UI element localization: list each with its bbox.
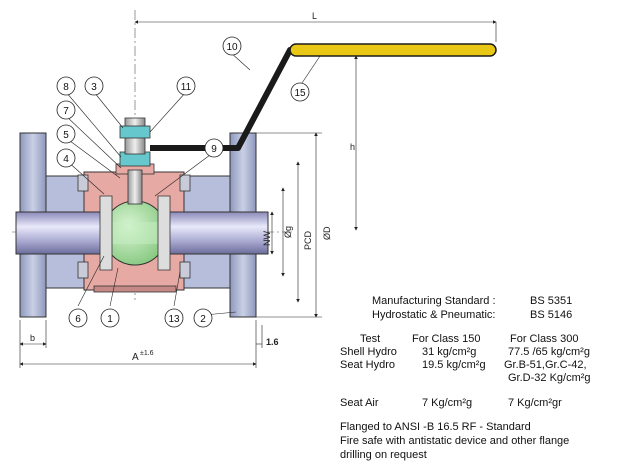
seat-hydro-300-line2: Gr.D-32 Kg/cm²g (508, 372, 591, 384)
mfg-standard-value: BS 5351 (530, 295, 572, 307)
callout-2: 2 (200, 314, 206, 325)
dim-L: L (312, 11, 317, 21)
callout-leaders (65, 51, 321, 317)
dim-g: Øg (283, 226, 293, 238)
dim-D: ØD (322, 226, 332, 240)
dim-NW: NW (262, 231, 272, 246)
header-class-300: For Class 300 (510, 333, 578, 345)
callout-1: 1 (107, 314, 113, 325)
callout-4: 4 (63, 154, 69, 165)
dim-b: b (30, 333, 35, 343)
dim-A-tolerance: ±1.6 (140, 350, 154, 357)
header-class-150: For Class 150 (412, 333, 480, 345)
callout-8: 8 (63, 82, 69, 93)
spec-block: Manufacturing Standard : BS 5351 Hydrost… (372, 295, 572, 321)
seat-air-label: Seat Air (340, 397, 379, 409)
seat-air-300: 7 Kg/cm²gr (508, 397, 562, 409)
shell-hydro-label: Shell Hydro (340, 346, 397, 358)
callout-5: 5 (63, 130, 69, 141)
note-drilling: drilling on request (340, 449, 427, 461)
hydro-standard-value: BS 5146 (530, 309, 572, 321)
test-table: Test For Class 150 For Class 300 Shell H… (340, 333, 591, 409)
callout-7: 7 (63, 106, 69, 117)
stem-assembly (115, 117, 155, 205)
hydro-standard-label: Hydrostatic & Pneumatic: (372, 309, 496, 321)
shell-hydro-300: 77.5 /65 kg/cm²g (508, 346, 590, 358)
dim-PCD: PCD (303, 230, 313, 250)
callout-9: 9 (211, 144, 217, 155)
dim-A: A (132, 352, 139, 363)
callout-6: 6 (75, 314, 81, 325)
dimension-lines (19, 20, 497, 368)
dim-h: h (350, 142, 355, 152)
shell-hydro-150: 31 kg/cm²g (422, 346, 476, 358)
seat-hydro-300-line1: Gr.B-51,Gr.C-42, (504, 359, 587, 371)
notes: Flanged to ANSI -B 16.5 RF - Standard Fi… (340, 421, 569, 461)
note-flanged: Flanged to ANSI -B 16.5 RF - Standard (340, 421, 531, 433)
body-bolts (77, 174, 191, 279)
seat-hydro-label: Seat Hydro (340, 359, 395, 371)
callout-10: 10 (226, 42, 238, 53)
note-fire-safe: Fire safe with antistatic device and oth… (340, 435, 569, 447)
mfg-standard-label: Manufacturing Standard : (372, 295, 496, 307)
handle-lever (150, 43, 497, 151)
callout-13: 13 (168, 314, 180, 325)
dim-t: 1.6 (266, 337, 279, 347)
callout-3: 3 (91, 82, 97, 93)
callout-bubbles (56, 36, 310, 328)
seat-hydro-150: 19.5 kg/cm²g (422, 359, 486, 371)
seat-air-150: 7 Kg/cm²g (422, 397, 472, 409)
header-test: Test (360, 333, 380, 345)
callout-15: 15 (294, 88, 306, 99)
ball (102, 200, 168, 266)
seats (99, 195, 171, 271)
callout-11: 11 (181, 82, 192, 93)
